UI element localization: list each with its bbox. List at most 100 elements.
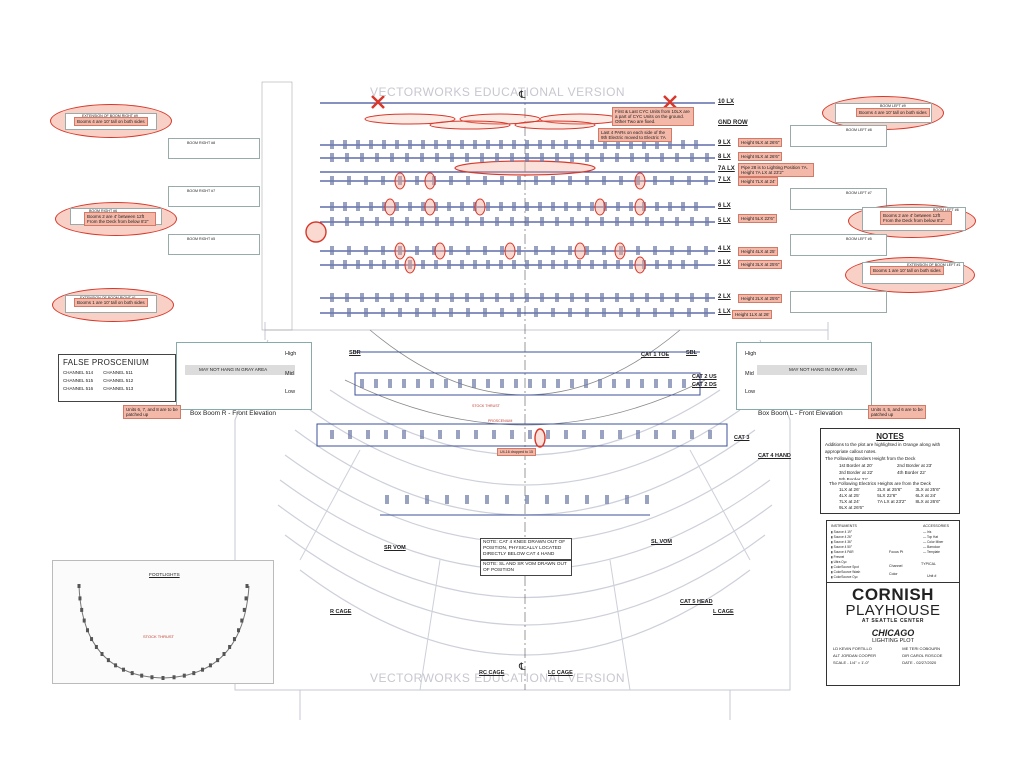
fixture-symbol xyxy=(500,246,504,255)
fixture-symbol xyxy=(602,246,606,255)
boom-right-9-note: Booms 4 are 10' tall on both sides xyxy=(74,117,148,126)
fixture-symbol xyxy=(486,140,490,149)
fixture-symbol xyxy=(704,176,708,185)
fixture-symbol xyxy=(517,176,521,185)
fixture-symbol xyxy=(568,246,572,255)
fixture-symbol xyxy=(460,202,464,211)
legend-accessories-title: ACCESSORIES xyxy=(923,524,949,528)
fixture-symbol xyxy=(421,260,425,269)
foh-fixture-symbol xyxy=(492,430,496,439)
fixture-symbol xyxy=(668,140,672,149)
fixture-symbol xyxy=(600,153,604,162)
footlight-unit xyxy=(90,637,94,642)
fixture-symbol xyxy=(395,260,399,269)
fixture-symbol xyxy=(480,153,484,162)
highlighted-fixture xyxy=(634,256,646,274)
footlight-unit xyxy=(140,673,144,678)
fixture-symbol xyxy=(330,202,334,211)
foh-fixture-symbol xyxy=(565,495,569,504)
fixture-symbol xyxy=(500,176,504,185)
fixture-symbol xyxy=(636,176,640,185)
fixture-symbol xyxy=(347,308,351,317)
boom-right-7: BOOM RIGHT #7 xyxy=(168,186,260,207)
legend-typical: TYPICAL xyxy=(921,562,936,566)
fixture-symbol xyxy=(525,293,529,302)
foh-fixture-symbol xyxy=(625,495,629,504)
fixture-symbol xyxy=(499,202,503,211)
fixture-symbol xyxy=(690,153,694,162)
fixture-symbol xyxy=(653,176,657,185)
fixture-symbol xyxy=(555,153,559,162)
fixture-symbol xyxy=(540,217,544,226)
foh-fixture-symbol xyxy=(405,495,409,504)
fixture-symbol xyxy=(343,260,347,269)
height-3lx: Height 3LX at 25'6" xyxy=(738,260,783,269)
foh-fixture-symbol xyxy=(458,379,462,388)
fixture-symbol xyxy=(382,140,386,149)
box-boom-r-gray-note: MAY NOT HANG IN GRAY AREA xyxy=(199,367,268,372)
boom-left-8: BOOM LEFT #8 xyxy=(790,125,887,147)
foh-fixture-symbol xyxy=(640,379,644,388)
fixture-symbol xyxy=(480,293,484,302)
fixture-symbol xyxy=(434,140,438,149)
legend-instruments-title: INSTRUMENTS xyxy=(831,524,857,528)
footlight-unit xyxy=(78,596,82,601)
fixture-symbol xyxy=(660,153,664,162)
fixture-symbol xyxy=(534,176,538,185)
fixture-symbol xyxy=(510,153,514,162)
boom-right-8-title: BOOM RIGHT #8 xyxy=(187,141,216,145)
fixture-symbol xyxy=(616,140,620,149)
electric-label-6: 6 LX xyxy=(718,203,731,209)
foh-fixture-symbol xyxy=(485,495,489,504)
fixture-symbol xyxy=(585,246,589,255)
legend-instrument: ▮ Ultra Cyc xyxy=(831,560,847,564)
fixture-symbol xyxy=(415,176,419,185)
fixture-symbol xyxy=(434,260,438,269)
fixture-symbol xyxy=(486,260,490,269)
sbl-label: SBL xyxy=(686,350,697,356)
foh-fixture-symbol xyxy=(545,495,549,504)
footlight-unit xyxy=(228,644,232,649)
fixture-symbol xyxy=(681,202,685,211)
fixture-symbol xyxy=(330,246,334,255)
fixture-symbol xyxy=(551,202,555,211)
fixture-symbol xyxy=(345,293,349,302)
fixture-symbol xyxy=(345,217,349,226)
fixture-symbol xyxy=(585,217,589,226)
box-boom-l-elevation: MAY NOT HANG IN GRAY AREA High Mid Low xyxy=(736,342,872,410)
box-boom-r-mid: Mid xyxy=(285,371,294,377)
brand-name: CORNISH xyxy=(852,585,934,604)
fixture-symbol xyxy=(449,246,453,255)
legend-instrument: ▮ Source 4 50° xyxy=(831,545,853,549)
fixture-symbol xyxy=(449,176,453,185)
fixture-symbol xyxy=(517,308,521,317)
foh-fixture-symbol xyxy=(528,430,532,439)
fixture-symbol xyxy=(330,153,334,162)
highlighted-fixture xyxy=(404,256,416,274)
fixture-symbol xyxy=(585,308,589,317)
fixture-symbol xyxy=(630,293,634,302)
foh-fixture-symbol xyxy=(500,379,504,388)
fixture-symbol xyxy=(570,217,574,226)
fixture-symbol xyxy=(420,293,424,302)
fixture-symbol xyxy=(330,260,334,269)
fixture-symbol xyxy=(465,217,469,226)
foh-fixture-symbol xyxy=(612,379,616,388)
highlighted-fixture xyxy=(474,198,486,216)
fixture-symbol xyxy=(577,260,581,269)
fixture-symbol xyxy=(369,260,373,269)
fixture-symbol xyxy=(512,202,516,211)
fixture-symbol xyxy=(408,202,412,211)
watermark-bottom: VECTORWORKS EDUCATIONAL VERSION xyxy=(370,671,626,685)
fixture-symbol xyxy=(600,217,604,226)
centerline-mark-bottom: ℄ xyxy=(519,662,526,673)
fixture-symbol xyxy=(330,140,334,149)
fixture-symbol xyxy=(642,260,646,269)
foh-positions xyxy=(316,351,728,516)
fixture-symbol xyxy=(447,260,451,269)
footlight-unit xyxy=(114,663,118,668)
foh-fixture-symbol xyxy=(668,379,672,388)
legend-instrument: ▮ ColorSource Cyc xyxy=(831,575,858,579)
fixture-symbol xyxy=(551,260,555,269)
box-boom-l-high: High xyxy=(745,351,757,357)
